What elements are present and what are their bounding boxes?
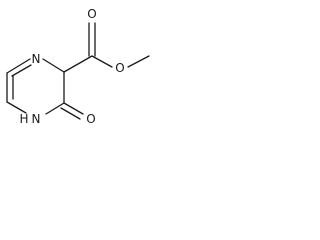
bond-c-o-ester xyxy=(91,55,113,68)
bond-c3-n4 xyxy=(45,102,65,115)
bond-c6-n1-double-outer xyxy=(6,58,31,74)
bond-c2-c-carbonyl xyxy=(63,55,93,73)
bond-c6-n1-double-inner xyxy=(11,64,32,77)
bond-n1-c2 xyxy=(42,58,65,73)
bond-o-methyl xyxy=(127,55,150,68)
atom-n1: N xyxy=(32,52,41,66)
atom-o-carbonyl: O xyxy=(87,7,96,21)
atom-h4: H xyxy=(19,112,28,126)
atom-o-keto: O xyxy=(86,112,95,126)
bond-n4-c5 xyxy=(6,101,27,114)
bond-c3-o-keto-a xyxy=(63,102,84,115)
bond-c3-o-keto-b xyxy=(60,107,81,120)
atom-o-ester: O xyxy=(115,61,124,75)
chemical-structure: N N H O O O xyxy=(6,7,150,126)
atom-n4: N xyxy=(32,112,41,126)
